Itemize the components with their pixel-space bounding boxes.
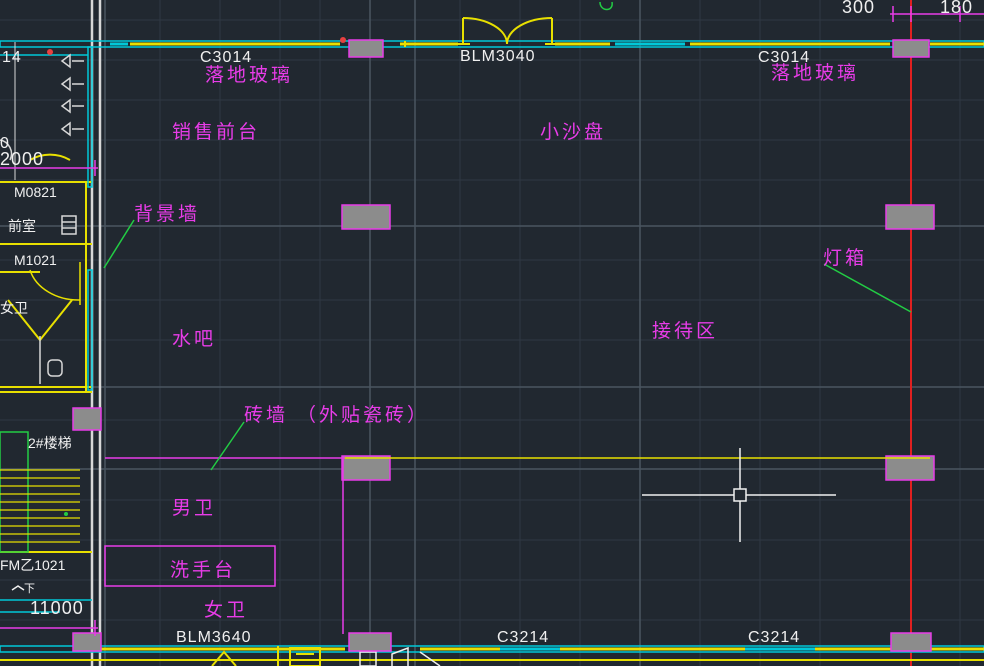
top-wall: [0, 40, 984, 48]
left-arc: [0, 139, 13, 161]
stair: [0, 431, 80, 553]
dimension-180: 180: [940, 0, 973, 17]
tag-door-m0821: M0821: [14, 184, 57, 200]
label-glass-left: 落地玻璃: [205, 64, 293, 86]
tag-door-top: BLM3040: [460, 48, 536, 65]
label-brick-wall: 砖墙 （外贴瓷砖）: [244, 404, 429, 426]
marker-dot: [47, 49, 53, 55]
tag-window-top-left: C3014: [200, 49, 252, 66]
marker-dot-2: [340, 37, 346, 43]
door-blm3640: [211, 646, 321, 666]
label-glass-right: 落地玻璃: [771, 62, 859, 84]
down-arrow-icon: [11, 585, 25, 591]
label-reception: 接待区: [652, 320, 718, 342]
label-womens-wc: 女卫: [204, 599, 248, 621]
label-sand-table: 小沙盘: [540, 121, 606, 143]
wash-basin-outline: [104, 545, 276, 587]
tag-window-bottom-right: C3214: [748, 629, 800, 646]
label-light-box: 灯箱: [823, 247, 867, 269]
label-feature-wall: 背景墙: [134, 203, 200, 225]
leader-lines: [103, 219, 912, 471]
label-water-bar: 水吧: [172, 328, 216, 350]
tag-window-bottom-left: C3214: [497, 629, 549, 646]
label-wash-basin: 洗手台: [170, 559, 236, 581]
top-dimension: [890, 6, 984, 22]
left-core-walls: [0, 153, 92, 553]
tag-anteroom: 前室: [8, 218, 36, 234]
label-sales-desk: 销售前台: [172, 121, 260, 143]
columns: [72, 39, 935, 652]
anteroom-symbol: [61, 215, 77, 235]
left-doors: [29, 262, 81, 305]
brick-wall: [105, 457, 930, 634]
tag-door-m1021: M1021: [14, 252, 57, 268]
tag-door-bottom: BLM3640: [176, 629, 252, 646]
left-core-cyan: [0, 46, 93, 613]
dimension-11000: 11000: [30, 598, 84, 618]
dimension-14: 14: [2, 49, 22, 66]
dimension-300: 300: [842, 0, 875, 17]
dimension-2000: 2000: [0, 149, 44, 169]
tag-wc-left: 女卫: [0, 300, 28, 316]
label-mens-wc: 男卫: [172, 497, 216, 519]
dimension-0: 0: [0, 135, 10, 152]
door-blm3040: [458, 17, 558, 45]
vent-icons: [60, 53, 84, 137]
tag-fire-door: FM乙1021: [0, 557, 66, 573]
tag-window-top-right: C3014: [758, 49, 810, 66]
cad-crosshair-cursor[interactable]: [642, 448, 836, 542]
tag-stair-2: 2#楼梯: [28, 435, 72, 451]
bottom-fixture: [359, 646, 441, 666]
top-green-symbol: [599, 1, 613, 11]
bottom-wall: [0, 645, 984, 661]
tag-down: 下: [24, 583, 35, 595]
left-dimension-ticks: [0, 160, 98, 636]
wc-fixtures: [39, 336, 63, 384]
